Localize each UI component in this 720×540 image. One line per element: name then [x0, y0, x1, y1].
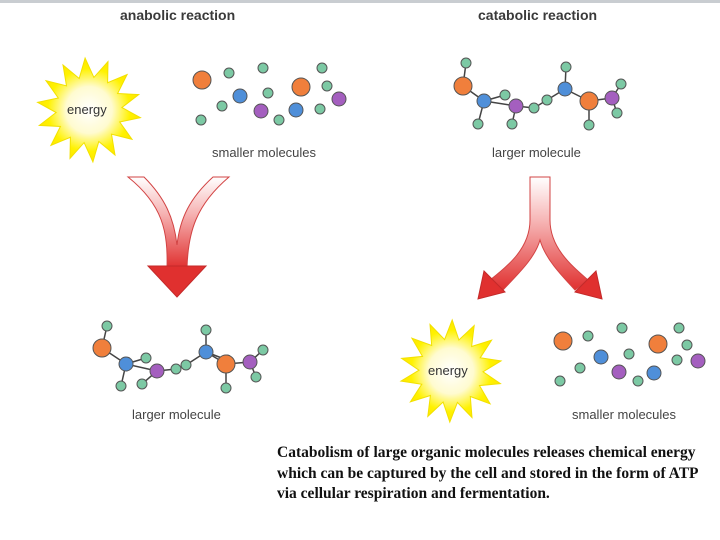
energy-label-catabolic: energy	[428, 363, 468, 378]
atom	[92, 338, 112, 358]
top-rule	[0, 0, 720, 3]
atom	[579, 91, 599, 111]
larger-molecule-label-anabolic: larger molecule	[132, 407, 221, 422]
atom	[611, 107, 623, 119]
anabolic-heading: anabolic reaction	[120, 7, 235, 23]
atom	[195, 114, 207, 126]
smaller-molecules-catabolic	[553, 322, 706, 387]
atom	[508, 98, 524, 114]
energy-label-anabolic: energy	[67, 102, 107, 117]
atom	[118, 356, 134, 372]
atom	[574, 362, 586, 374]
larger-molecule-anabolic	[92, 320, 269, 394]
larger-molecule-label-catabolic: larger molecule	[492, 145, 581, 160]
energy-burst-anabolic: energy	[36, 56, 142, 164]
atom	[604, 90, 620, 106]
atom	[291, 77, 311, 97]
atom	[200, 324, 212, 336]
atom	[681, 339, 693, 351]
larger-molecule-catabolic	[453, 57, 627, 131]
atom	[331, 91, 347, 107]
catabolic-heading: catabolic reaction	[478, 7, 597, 23]
atom	[460, 57, 472, 69]
atom	[314, 103, 326, 115]
atom	[216, 100, 228, 112]
atom	[616, 322, 628, 334]
smaller-molecules-anabolic	[192, 62, 347, 126]
atom	[216, 354, 236, 374]
atom	[149, 363, 165, 379]
atom	[553, 331, 573, 351]
atom	[136, 378, 148, 390]
diverging-arrow	[477, 176, 603, 300]
atom	[671, 354, 683, 366]
atom	[257, 62, 269, 74]
atom	[583, 119, 595, 131]
atom	[453, 76, 473, 96]
atom	[262, 87, 274, 99]
atom	[170, 363, 182, 375]
atom	[220, 382, 232, 394]
atom	[257, 344, 269, 356]
atom	[648, 334, 668, 354]
atom	[673, 322, 685, 334]
atom	[593, 349, 609, 365]
atom	[316, 62, 328, 74]
atom	[557, 81, 573, 97]
atom	[476, 93, 492, 109]
atom	[273, 114, 285, 126]
atom	[623, 348, 635, 360]
atom	[632, 375, 644, 387]
atom	[192, 70, 212, 90]
atom	[250, 371, 262, 383]
atom	[198, 344, 214, 360]
caption: Catabolism of large organic molecules re…	[277, 444, 698, 502]
smaller-molecules-label-catabolic: smaller molecules	[572, 407, 677, 422]
atom	[472, 118, 484, 130]
atom	[115, 380, 127, 392]
smaller-molecules-label-anabolic: smaller molecules	[212, 145, 317, 160]
atom	[140, 352, 152, 364]
atom	[528, 102, 540, 114]
atom	[611, 364, 627, 380]
atom	[541, 94, 553, 106]
atom	[560, 61, 572, 73]
atom	[615, 78, 627, 90]
atom	[582, 330, 594, 342]
atom	[101, 320, 113, 332]
energy-burst-catabolic: energy	[399, 318, 503, 424]
atom	[506, 118, 518, 130]
atom	[242, 354, 258, 370]
atom	[554, 375, 566, 387]
atom	[646, 365, 662, 381]
atom	[223, 67, 235, 79]
atom	[499, 89, 511, 101]
atom	[690, 353, 706, 369]
atom	[321, 80, 333, 92]
converging-arrow	[126, 176, 231, 298]
atom	[253, 103, 269, 119]
atom	[180, 359, 192, 371]
atom	[288, 102, 304, 118]
atom	[232, 88, 248, 104]
